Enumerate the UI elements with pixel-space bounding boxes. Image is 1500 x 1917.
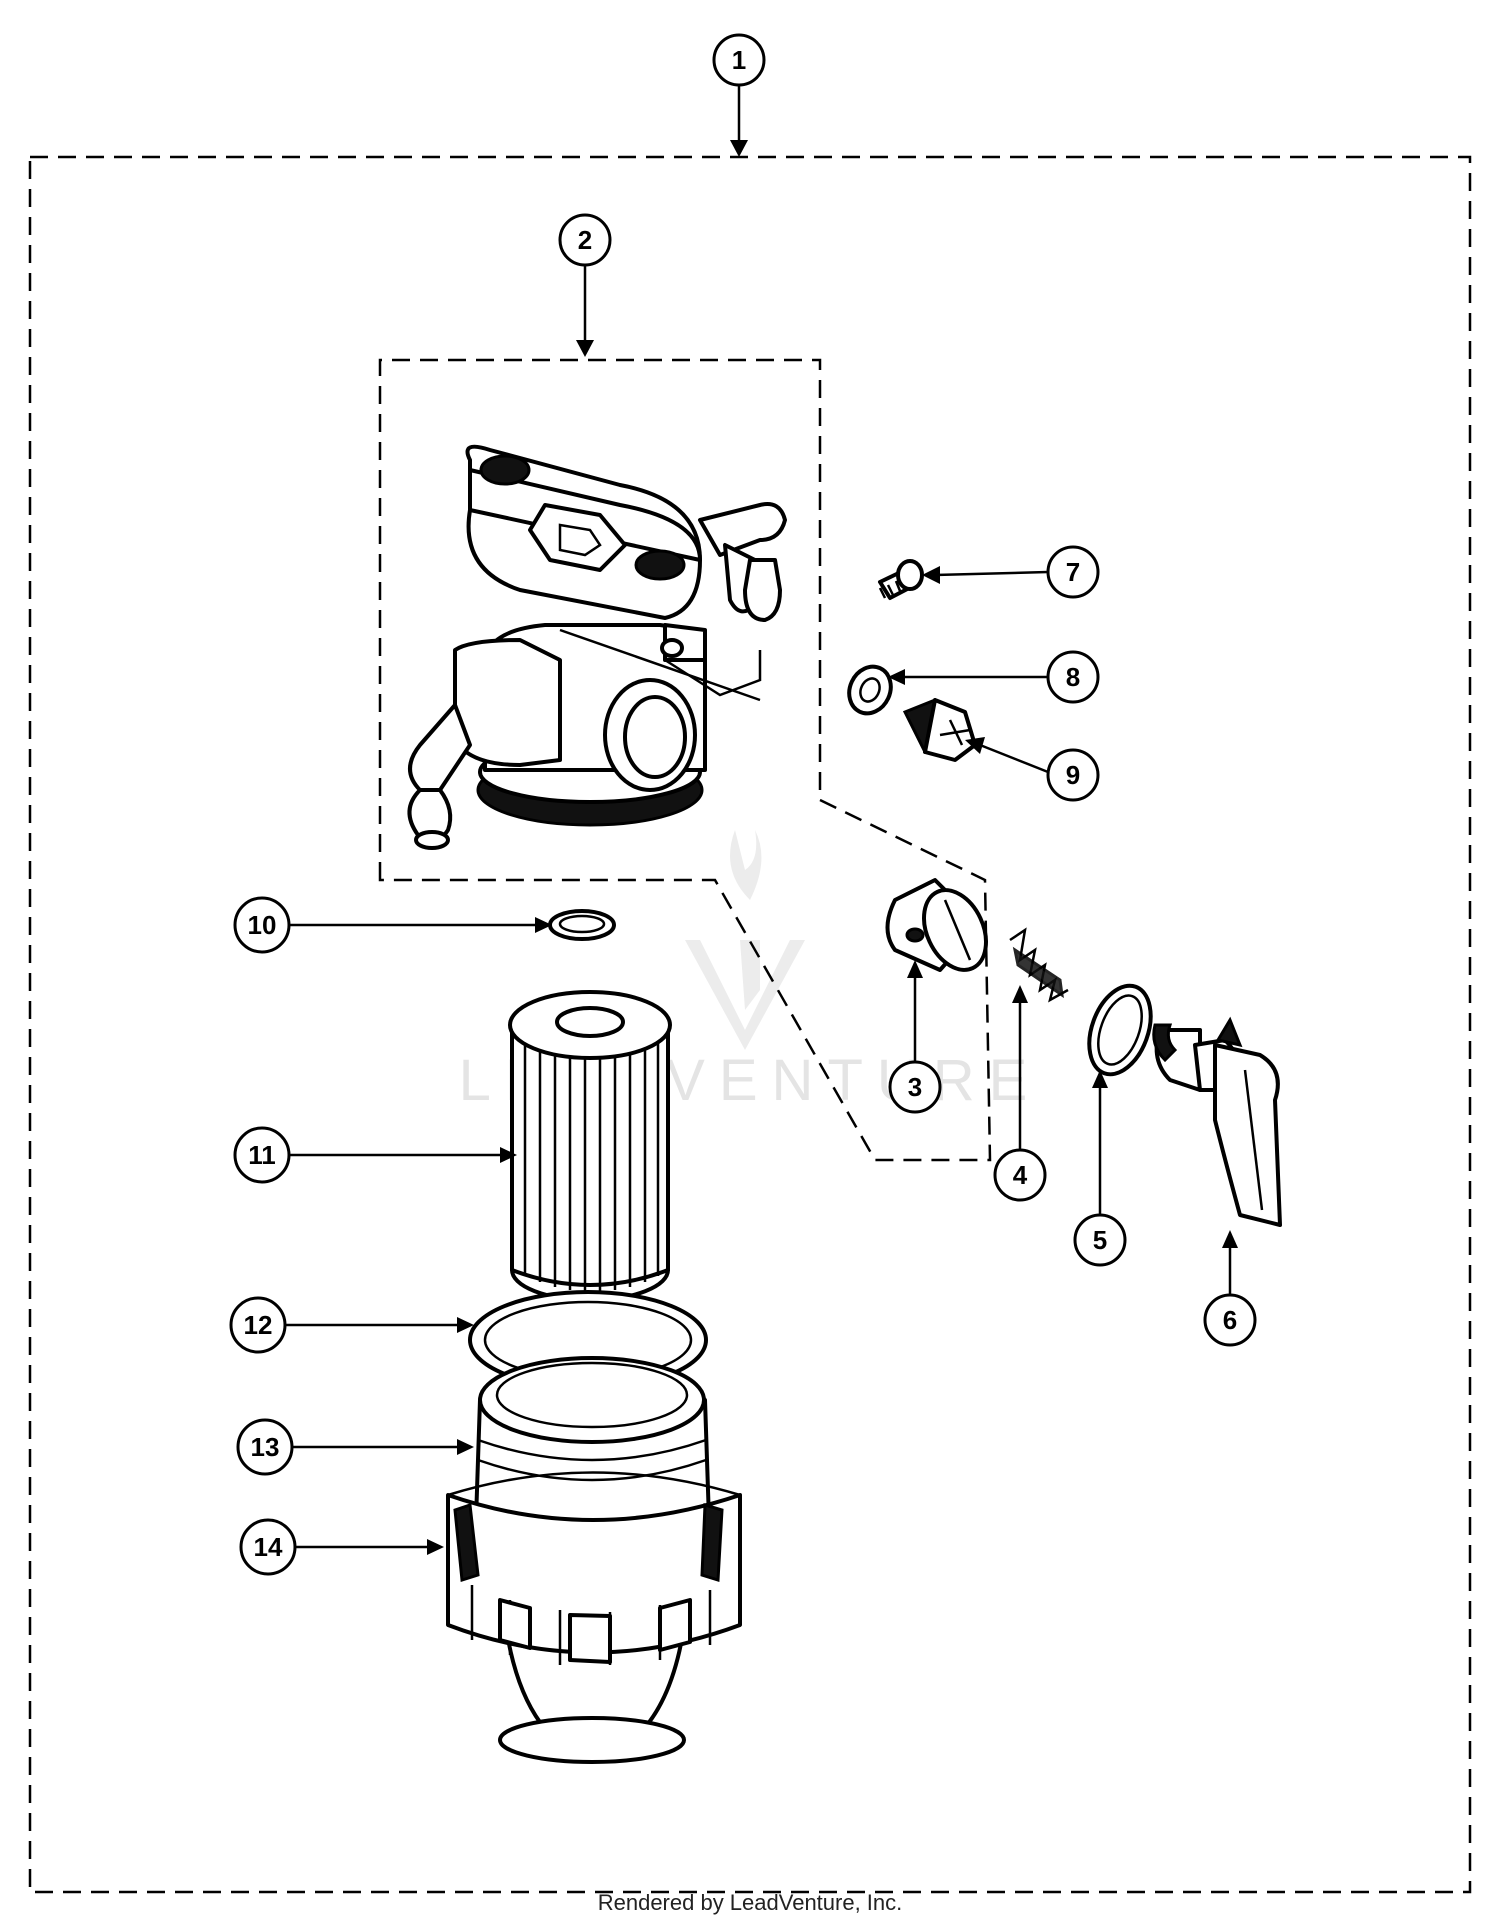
callout-5: 5 — [1073, 1213, 1127, 1267]
svg-text:6: 6 — [1223, 1305, 1237, 1335]
valve-body — [407, 444, 787, 850]
callout-1: 1 — [712, 33, 766, 87]
callout-14: 14 — [239, 1518, 297, 1576]
svg-text:13: 13 — [251, 1432, 280, 1462]
callout-4: 4 — [993, 1148, 1047, 1202]
screw-7 — [878, 559, 924, 600]
callout-6: 6 — [1203, 1293, 1257, 1347]
assembly-2-boundary — [378, 358, 992, 1162]
svg-text:11: 11 — [248, 1140, 276, 1170]
svg-text:7: 7 — [1066, 557, 1080, 587]
callout-7: 7 — [1046, 545, 1100, 599]
svg-text:5: 5 — [1093, 1225, 1107, 1255]
valve-spool-3 — [885, 878, 988, 972]
callout-2: 2 — [558, 213, 612, 267]
spring-4 — [1009, 927, 1069, 1003]
callout-8: 8 — [1046, 650, 1100, 704]
svg-text:12: 12 — [244, 1310, 273, 1340]
filter-pleats — [523, 1040, 660, 1292]
ring-nut-14 — [446, 1471, 742, 1665]
callout-13: 13 — [236, 1418, 294, 1476]
svg-text:3: 3 — [908, 1072, 922, 1102]
callout-9: 9 — [1046, 748, 1100, 802]
callout-12: 12 — [229, 1296, 287, 1354]
callout-3: 3 — [888, 1060, 942, 1114]
svg-text:10: 10 — [248, 910, 277, 940]
svg-text:14: 14 — [254, 1532, 283, 1562]
footer-credit: Rendered by LeadVenture, Inc. — [597, 1890, 903, 1915]
svg-text:4: 4 — [1013, 1160, 1028, 1190]
washer-8 — [847, 664, 893, 716]
svg-text:1: 1 — [732, 45, 746, 75]
callout-10: 10 — [233, 896, 291, 954]
o-ring-10 — [548, 909, 616, 941]
svg-text:9: 9 — [1066, 760, 1080, 790]
svg-text:8: 8 — [1066, 662, 1080, 692]
assembly-1-boundary — [28, 155, 1472, 1894]
lever-handle-6 — [1152, 1016, 1282, 1227]
leader-lines — [285, 85, 1238, 1555]
callout-11: 11 — [233, 1126, 291, 1184]
drain-plug-9 — [902, 698, 977, 762]
svg-text:2: 2 — [578, 225, 592, 255]
filter-element-11 — [508, 990, 672, 1302]
o-ring-5 — [1087, 983, 1153, 1077]
